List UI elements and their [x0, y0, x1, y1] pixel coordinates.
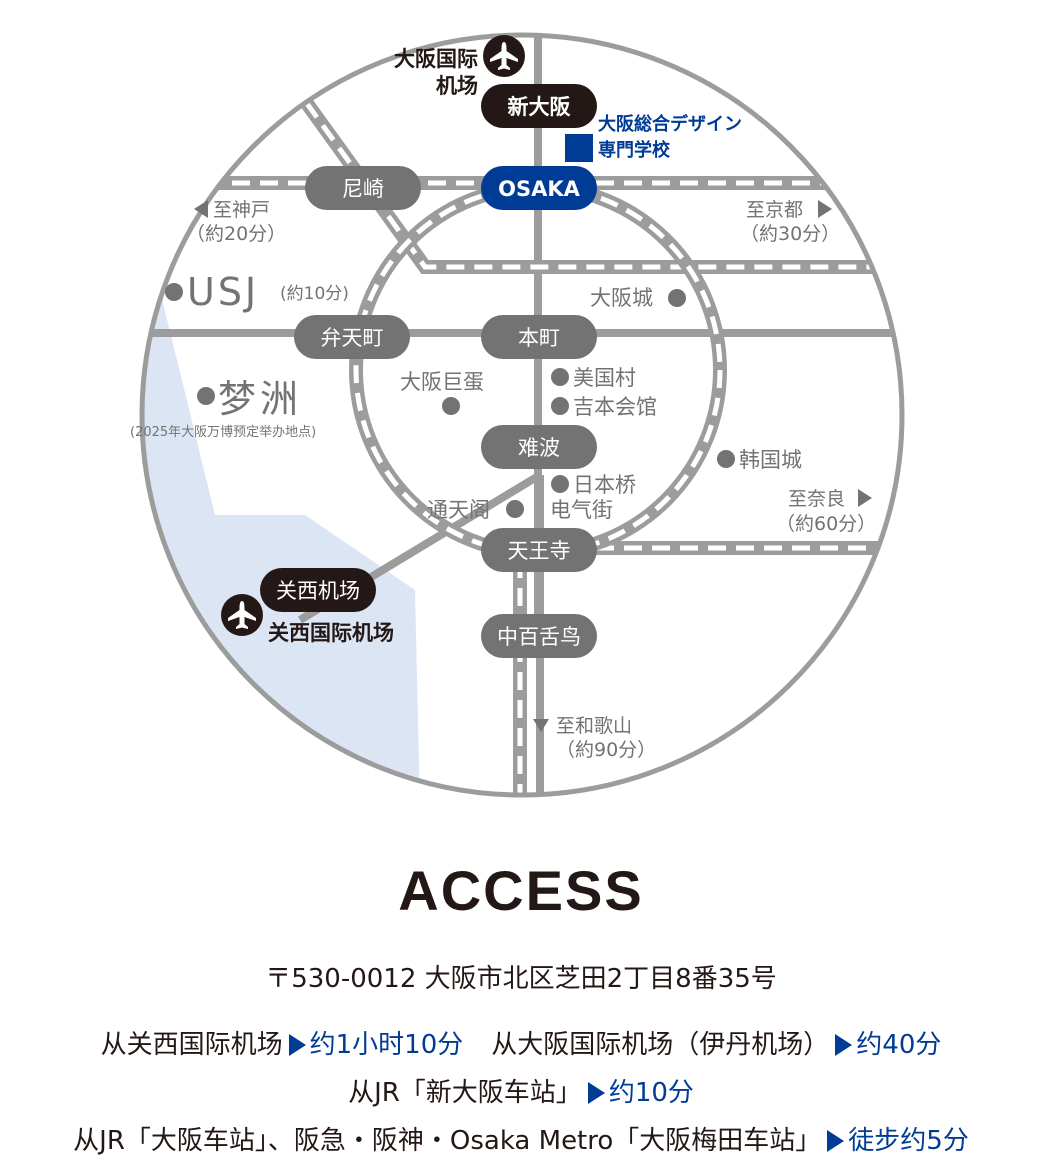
svg-text:本町: 本町: [518, 326, 560, 350]
triangle-right-icon: [858, 489, 872, 507]
landmark-yumeshima: 梦洲: [218, 377, 302, 421]
route-osaka-from: 从JR「大阪车站」、阪急・阪神・Osaka Metro「大阪梅田车站」: [73, 1126, 822, 1156]
landmark-tsutenkaku: 通天阁: [427, 498, 490, 522]
direction-kyoto-time: （約30分）: [740, 223, 840, 245]
route-kansai-from: 从关西国际机场: [100, 1030, 283, 1060]
station-tennoji: 天王寺: [481, 528, 597, 572]
direction-kyoto: 至京都: [746, 199, 803, 221]
triangle-right-icon: [827, 1130, 845, 1152]
svg-text:OSAKA: OSAKA: [498, 177, 581, 201]
landmarks: USJ (約10分) 梦洲 (2025年大阪万博预定举办地点) 大阪城 大阪巨蛋…: [130, 270, 802, 522]
route-shin-osaka-from: 从JR「新大阪车站」: [348, 1078, 582, 1108]
svg-text:尼崎: 尼崎: [342, 177, 384, 201]
direction-nara: 至奈良: [788, 488, 845, 510]
station-amagasaki: 尼崎: [305, 166, 421, 210]
direction-kobe-time: （約20分）: [186, 223, 286, 245]
kansai-airport-label: 关西国际机场: [268, 621, 394, 645]
route-row-airports: 从关西国际机场约1小时10分从大阪国际机场（伊丹机场） 约40分: [0, 1024, 1042, 1061]
station-kansai-airport: 关西机场: [260, 568, 376, 612]
station-osaka: OSAKA: [481, 166, 597, 210]
route-row-shin-osaka: 从JR「新大阪车站」约10分: [0, 1072, 1042, 1109]
station-bentencho: 弁天町: [294, 315, 410, 359]
svg-text:中百舌鸟: 中百舌鸟: [497, 625, 581, 649]
airplane-icon: [483, 35, 525, 77]
triangle-down-icon: [533, 719, 549, 732]
itami-airport-label-2: 机场: [436, 74, 478, 98]
map-boundary: [139, 32, 905, 798]
svg-text:关西机场: 关西机场: [276, 579, 360, 603]
station-nakamozu: 中百舌鸟: [481, 614, 597, 658]
landmark-korea-town: 韩国城: [739, 448, 802, 472]
dot-marker-icon: [551, 368, 569, 386]
school-name-line1: 大阪総合デザイン: [598, 113, 742, 135]
route-kansai-time: 约1小时10分: [309, 1030, 464, 1060]
landmark-denkigai: 电气街: [550, 498, 613, 522]
landmark-usj: USJ: [187, 270, 259, 314]
access-map: 大阪国际 机场 关西国际机场 大阪総合デザイン 専門学校 新大阪 OSAKA 尼…: [130, 32, 905, 798]
direction-wakayama-time: （約90分）: [556, 739, 656, 761]
svg-text:弁天町: 弁天町: [321, 326, 384, 350]
route-shin-osaka-time: 约10分: [608, 1078, 694, 1108]
dot-marker-icon: [442, 397, 460, 415]
school-name-line2: 専門学校: [598, 139, 671, 161]
station-shin-osaka: 新大阪: [481, 84, 597, 128]
dot-marker-icon: [506, 500, 524, 518]
triangle-right-icon: [818, 200, 832, 218]
dot-marker-icon: [668, 289, 686, 307]
route-row-osaka: 从JR「大阪车站」、阪急・阪神・Osaka Metro「大阪梅田车站」徒步约5分: [0, 1120, 1042, 1157]
route-osaka-time: 徒步约5分: [848, 1126, 969, 1156]
direction-wakayama: 至和歌山: [556, 715, 632, 737]
itami-airport-label: 大阪国际: [394, 47, 478, 71]
airplane-icon: [221, 594, 263, 636]
direction-labels: 至神戸 （約20分） 至京都 （約30分） 至奈良 （約60分） 至和歌山 （約…: [186, 199, 876, 761]
address: 〒530-0012 大阪市北区芝田2丁目8番35号: [265, 964, 777, 994]
triangle-right-icon: [835, 1034, 853, 1056]
dot-marker-icon: [165, 283, 183, 301]
svg-text:难波: 难波: [518, 436, 560, 460]
landmark-yumeshima-note: (2025年大阪万博预定举办地点): [130, 425, 316, 440]
landmark-nipponbashi: 日本桥: [573, 473, 636, 497]
landmark-amerikamura: 美国村: [573, 366, 636, 390]
direction-nara-time: （約60分）: [776, 513, 876, 535]
route-itami-time: 约40分: [856, 1030, 942, 1060]
station-namba: 难波: [481, 425, 597, 469]
dot-marker-icon: [551, 397, 569, 415]
direction-kobe: 至神戸: [213, 199, 270, 221]
school-marker-icon: [565, 134, 593, 162]
svg-text:天王寺: 天王寺: [508, 539, 571, 563]
triangle-right-icon: [288, 1034, 306, 1056]
route-itami-from: 从大阪国际机场（伊丹机场）: [491, 1030, 830, 1060]
triangle-right-icon: [587, 1082, 605, 1104]
landmark-kyocera-dome: 大阪巨蛋: [400, 370, 484, 394]
access-title: ACCESS: [398, 859, 644, 922]
landmark-yoshimoto: 吉本会馆: [573, 395, 657, 419]
svg-text:新大阪: 新大阪: [508, 95, 572, 119]
station-honmachi: 本町: [481, 315, 597, 359]
landmark-osaka-castle: 大阪城: [590, 286, 653, 310]
landmark-usj-time: (約10分): [280, 284, 349, 304]
dot-marker-icon: [717, 450, 735, 468]
dot-marker-icon: [197, 387, 215, 405]
dot-marker-icon: [551, 475, 569, 493]
triangle-left-icon: [194, 200, 208, 218]
